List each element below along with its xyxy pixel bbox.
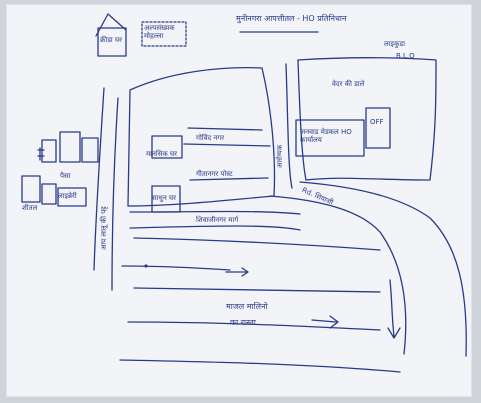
street-middle-label: गीतानगर पोस्ट [196, 170, 233, 178]
top-house-icon [95, 13, 127, 57]
building-a-box [151, 135, 183, 159]
right-block [297, 57, 437, 181]
road-arrow-middle [225, 267, 249, 277]
left-shops [21, 131, 99, 207]
street-upper-label: गोविंद नगर [196, 134, 225, 142]
center-vertical-label: आरोग्यक [276, 144, 284, 168]
right-road-left-edge [285, 63, 293, 189]
right-road-right-edge [297, 59, 307, 181]
building-b-label: साधुन घर [152, 194, 176, 202]
main-road-right-edge [111, 97, 119, 291]
main-road-left-edge [93, 87, 105, 271]
left-shop-label-b: लाइब्रेरी [58, 192, 77, 200]
building-a-label: मानसिक घर [146, 150, 178, 158]
top-house-label: क्रीडा घर [100, 36, 122, 44]
curve-road-arrow [387, 279, 401, 339]
road-dot [144, 264, 148, 268]
bottom-road-label-1: माजल मालिनो [226, 302, 268, 311]
road-bottom-3 [127, 321, 381, 331]
street-upper-line [183, 127, 271, 147]
curve-road-inner [299, 181, 467, 357]
road-bottom-1 [133, 237, 381, 251]
right-top-label: वेदर की डाले [332, 80, 365, 88]
right-box-small [365, 107, 391, 149]
building-b-box [151, 185, 181, 213]
road-bottom-2 [133, 287, 381, 293]
central-block [127, 67, 276, 207]
map-subtitle-2: B.L.O [396, 52, 415, 60]
road-arrow-bottom [311, 315, 339, 329]
street-lower-label: शिवाजीनगर मार्ग [196, 216, 239, 224]
right-box-label: जनवाड मेडकल HO कार्यालय [300, 128, 352, 144]
street-middle-line [189, 177, 269, 181]
top-note-label: अल्पसंख्यक मोहल्ला [144, 24, 175, 40]
right-small-box-label: OFF [370, 118, 384, 126]
bottom-road-label-2: का रास्ता [230, 318, 256, 327]
right-box-main [295, 119, 365, 157]
road-bottom-5 [121, 265, 231, 271]
left-shop-label-a: पैसा [60, 172, 71, 180]
map-subtitle: लाइकुडा [384, 40, 405, 48]
top-note-box [141, 21, 187, 47]
map-title: मुनीनगरा आपत्तीतल - HO प्रतिनिधान [236, 14, 347, 23]
left-shop-label-c: शीतल [22, 204, 38, 212]
main-road-vertical-label: आप लालू की पट्ट [100, 206, 108, 250]
curve-road-outer [269, 195, 407, 355]
road-bottom-4 [119, 359, 401, 373]
